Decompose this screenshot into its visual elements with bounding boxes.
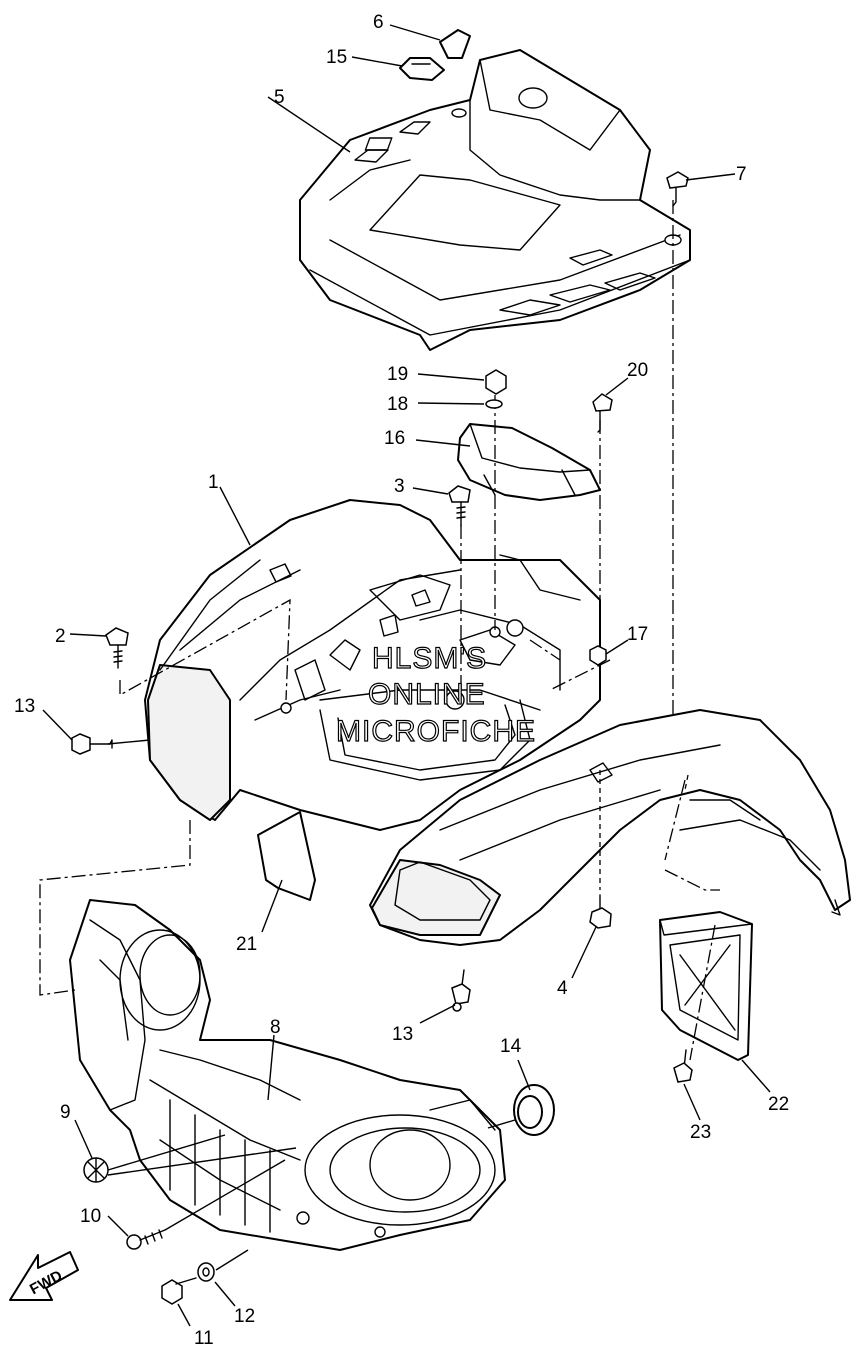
headlight-housing-part-8 xyxy=(69,899,506,1251)
plug-part-6 xyxy=(439,29,471,59)
fastener-part-13-right xyxy=(451,969,471,1012)
screw-part-10 xyxy=(126,1229,166,1250)
front-fender-part-1 xyxy=(144,499,601,831)
callout-21: 21 xyxy=(236,934,257,955)
bolt-part-3 xyxy=(448,485,471,527)
forward-arrow-icon: FWD xyxy=(9,1251,79,1301)
callout-16: 16 xyxy=(384,428,405,449)
callout-17: 17 xyxy=(627,624,648,645)
nut-part-19 xyxy=(485,369,507,395)
callout-23: 23 xyxy=(690,1122,711,1143)
callout-18: 18 xyxy=(387,394,408,415)
callout-20: 20 xyxy=(627,360,648,381)
callout-13-right: 13 xyxy=(392,1024,413,1045)
callout-2: 2 xyxy=(55,626,66,647)
callout-15: 15 xyxy=(326,47,347,68)
flap-part-21 xyxy=(257,811,316,901)
callout-10: 10 xyxy=(80,1206,101,1227)
callout-11: 11 xyxy=(194,1328,214,1349)
callout-22: 22 xyxy=(768,1094,789,1115)
bolt-part-11 xyxy=(161,1277,197,1305)
bolt-part-4 xyxy=(589,894,612,929)
washer-part-18 xyxy=(485,399,503,409)
callouts: 1 2 3 4 5 6 7 8 9 10 11 12 13 13 14 15 1… xyxy=(14,12,789,1349)
fastener-part-13-left xyxy=(71,733,113,755)
bolt-part-7 xyxy=(666,171,689,207)
bolt-part-17 xyxy=(589,645,607,666)
bolt-part-2 xyxy=(105,627,129,669)
watermark-line-3: MICROFICHE xyxy=(336,715,536,748)
callout-1: 1 xyxy=(208,472,219,493)
collar-part-12 xyxy=(197,1262,215,1282)
callout-19: 19 xyxy=(387,364,408,385)
screw-part-23 xyxy=(673,1049,693,1083)
clip-part-15 xyxy=(399,57,445,81)
callout-14: 14 xyxy=(500,1036,522,1057)
assembly-lines xyxy=(39,200,720,1061)
leader-lines xyxy=(42,24,771,1327)
grommet-part-14 xyxy=(513,1084,555,1136)
bracket-part-16 xyxy=(457,423,601,501)
callout-13-left: 13 xyxy=(14,696,35,717)
callout-6: 6 xyxy=(373,12,384,33)
watermark-line-1: HLSM'S xyxy=(372,642,487,675)
clip-part-9 xyxy=(83,1157,109,1183)
callout-5: 5 xyxy=(274,87,285,108)
callout-7: 7 xyxy=(736,164,747,185)
mud-guard-part-22 xyxy=(659,911,753,1061)
watermark-line-2: ONLINE xyxy=(368,678,486,711)
callout-8: 8 xyxy=(270,1017,281,1038)
callout-4: 4 xyxy=(557,978,568,999)
top-cover-part-5 xyxy=(299,49,691,351)
rear-fender xyxy=(369,709,851,946)
callout-9: 9 xyxy=(60,1102,71,1123)
callout-3: 3 xyxy=(394,476,405,497)
callout-12: 12 xyxy=(234,1306,255,1327)
bolt-part-20 xyxy=(592,393,613,433)
watermark: HLSM'S ONLINE MICROFICHE xyxy=(335,641,536,748)
